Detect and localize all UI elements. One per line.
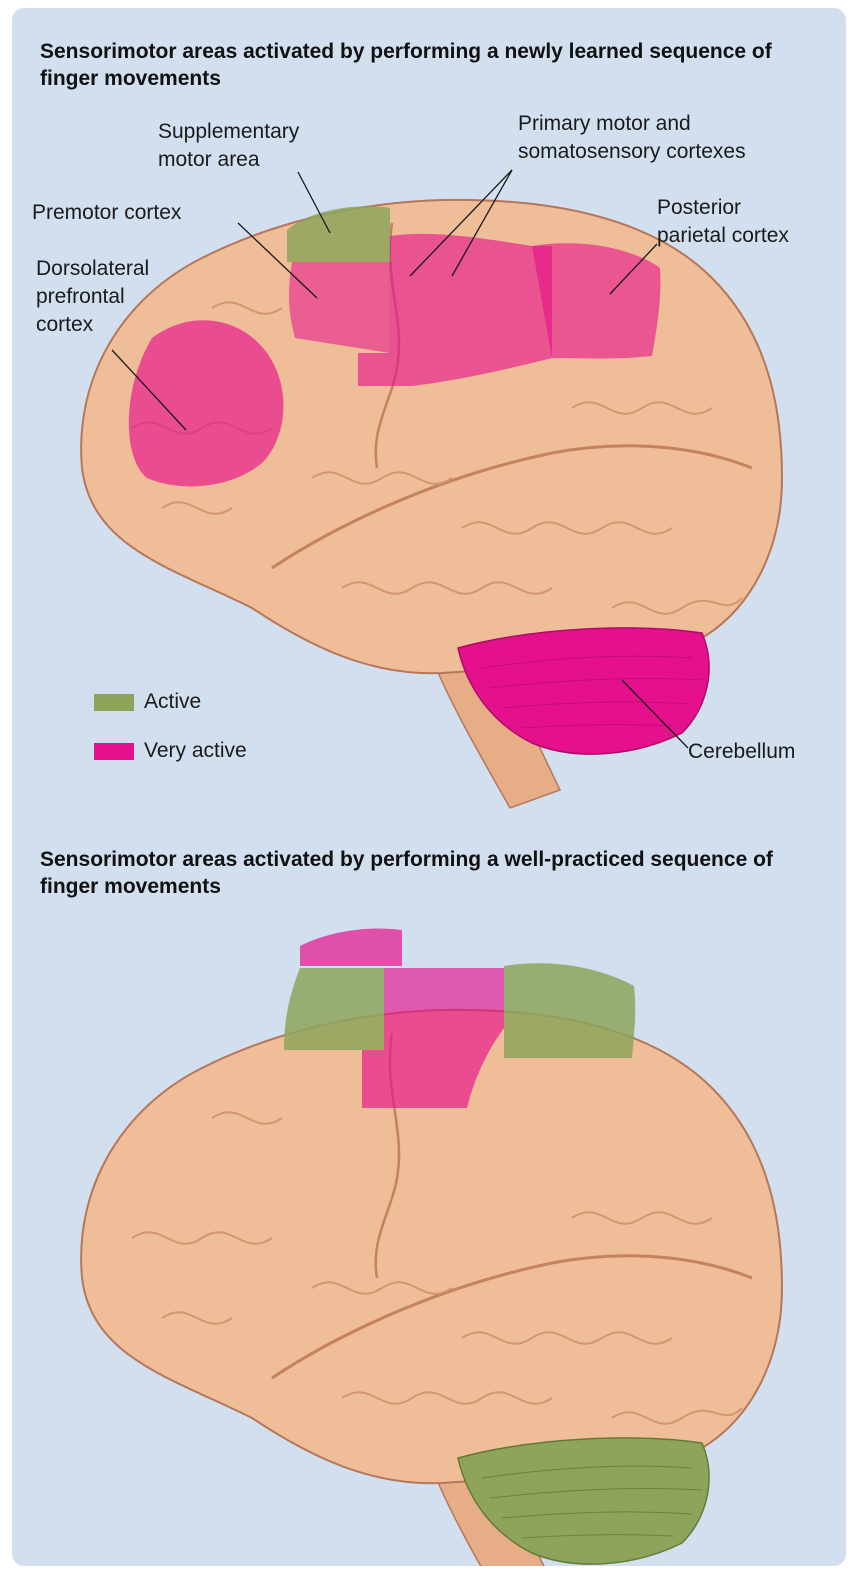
area-premotor bbox=[284, 968, 384, 1050]
figure-panel: Sensorimotor areas activated by performi… bbox=[12, 8, 846, 1566]
area-posterior-parietal bbox=[504, 963, 635, 1058]
figure2-illustration bbox=[12, 8, 846, 1566]
area-supplementary-motor bbox=[300, 929, 402, 966]
